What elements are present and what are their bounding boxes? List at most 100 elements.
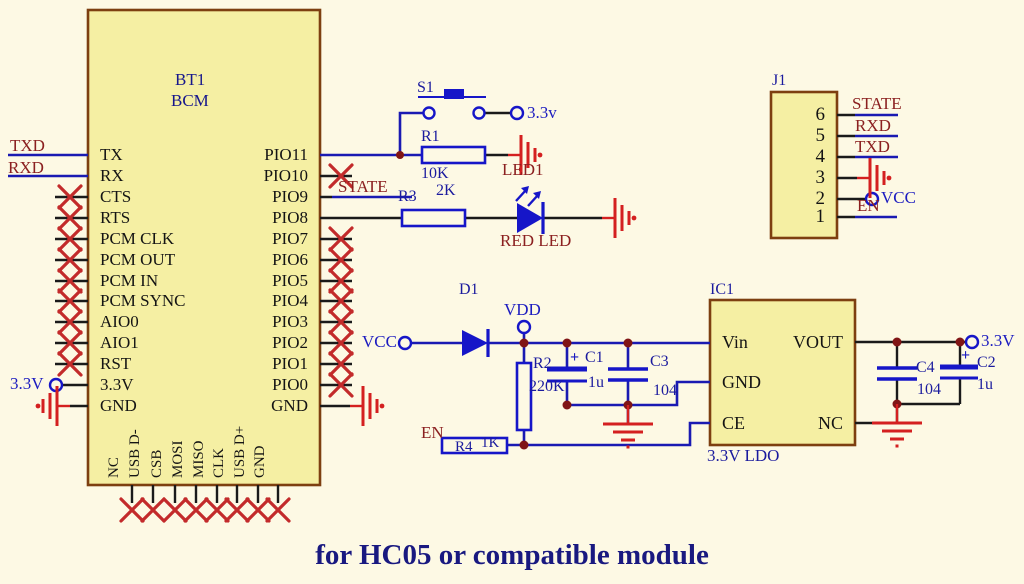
ref-d1: D1 — [459, 281, 479, 298]
diode-d1-icon — [462, 329, 490, 357]
j1-pin-number-2: 2 — [815, 188, 826, 209]
bt1-part: BCM — [171, 91, 209, 110]
bt1-ref: BT1 — [175, 70, 206, 89]
ref-r2: R2 — [533, 355, 552, 372]
resistor-r3 — [400, 208, 467, 228]
j1-net-rxd: RXD — [855, 116, 891, 135]
led-icon — [515, 186, 545, 234]
bt1-pin-rts: RTS — [100, 208, 131, 227]
value-r4: 1K — [481, 435, 500, 451]
bt1-pin-pcmin: PCM IN — [100, 271, 159, 290]
ic1-ldo-box — [708, 298, 857, 447]
resistor-r1 — [420, 145, 487, 165]
pushbutton-s1-icon — [418, 89, 486, 120]
bt1-pin-rst: RST — [100, 354, 132, 373]
net-label-red-led: RED LED — [500, 231, 572, 250]
bt1-pin-gnd-left: GND — [100, 396, 137, 415]
ic1-subtitle: 3.3V LDO — [707, 446, 780, 465]
earth-ground-icon — [601, 403, 655, 449]
terminal-circles — [48, 105, 980, 393]
value-r3: 2K — [436, 182, 456, 199]
ref-c3: C3 — [650, 353, 669, 370]
polarity-plus-c2: + — [961, 347, 971, 364]
ic1-pin-vin: Vin — [722, 332, 748, 352]
bt1-pin-usbdm: USB D- — [127, 429, 143, 478]
bt1-pin-pcmclk: PCM CLK — [100, 229, 175, 248]
net-label-en: EN — [421, 423, 444, 442]
j1-net-state: STATE — [852, 94, 902, 113]
j1-pin-number-5: 5 — [815, 125, 826, 146]
capacitor-c4-icon — [877, 366, 917, 381]
bt1-pin-tx: TX — [100, 145, 123, 164]
value-c4: 104 — [917, 381, 941, 398]
bt1-pin-mosi: MOSI — [170, 440, 186, 478]
value-r2: 220K — [529, 378, 565, 395]
bt1-pin-pio7: PIO7 — [272, 229, 308, 248]
resistor-r4 — [440, 436, 509, 455]
ref-r4: R4 — [455, 439, 473, 455]
j1-net-txd: TXD — [855, 137, 890, 156]
bt1-pin-pio6: PIO6 — [272, 250, 308, 269]
bt1-pin-gnd-right: GND — [271, 396, 308, 415]
ic1-ref: IC1 — [710, 281, 734, 298]
bt1-pin-clk: CLK — [211, 448, 227, 478]
power-label-33v-left: 3.3V — [10, 374, 44, 393]
bt1-pin-pio11: PIO11 — [264, 145, 308, 164]
j1-connector-box — [769, 90, 839, 240]
ref-c2: C2 — [977, 354, 996, 371]
j1-pin-number-3: 3 — [815, 167, 826, 188]
j1-pin-number-4: 4 — [815, 146, 826, 167]
bt1-pin-pio5: PIO5 — [272, 271, 308, 290]
bt1-pin-aio0: AIO0 — [100, 312, 139, 331]
net-label-txd: TXD — [10, 136, 45, 155]
wires-blue — [8, 111, 898, 447]
bt1-pin-miso: MISO — [191, 440, 207, 478]
bt1-pin-cts: CTS — [100, 187, 132, 206]
ic1-pin-ce: CE — [722, 413, 746, 433]
value-c2: 1u — [977, 376, 993, 393]
earth-ground-icon — [870, 402, 924, 448]
net-label-rxd: RXD — [8, 158, 44, 177]
bt1-pin-csb: CSB — [149, 449, 165, 478]
capacitor-c3-icon — [608, 367, 648, 382]
ref-r1: R1 — [421, 128, 440, 145]
value-r1: 10K — [421, 165, 449, 182]
value-c3: 104 — [653, 382, 677, 399]
bt1-pin-usbdp: USB D+ — [232, 425, 248, 478]
capacitor-c2-icon — [940, 364, 978, 380]
bt1-pin-pio10: PIO10 — [263, 166, 308, 185]
bt1-component-box — [86, 8, 322, 487]
j1-ref: J1 — [772, 72, 787, 89]
net-label-led1: LED1 — [502, 160, 544, 179]
junction-dots — [396, 151, 965, 450]
ic1-pin-gnd: GND — [722, 372, 761, 392]
ref-c1: C1 — [585, 349, 604, 366]
value-c1: 1u — [588, 374, 604, 391]
power-label-33v-out: 3.3V — [981, 331, 1015, 350]
bt1-pin-pcmsync: PCM SYNC — [100, 291, 186, 310]
bt1-pin-pcmout: PCM OUT — [100, 250, 176, 269]
bt1-pin-gnd-bottom: GND — [252, 445, 268, 479]
schematic-caption: for HC05 or compatible module — [315, 539, 709, 571]
ground-icon — [600, 196, 638, 240]
ref-r3: R3 — [398, 188, 417, 205]
bt1-pin-pio0: PIO0 — [272, 375, 308, 394]
bt1-pin-pio1: PIO1 — [272, 354, 308, 373]
net-label-state: STATE — [338, 177, 388, 196]
bt1-pin-nc: NC — [106, 457, 122, 478]
ic1-pin-vout: VOUT — [793, 332, 843, 352]
power-label-33v-s1: 3.3v — [527, 103, 557, 122]
bt1-pin-33v: 3.3V — [100, 375, 134, 394]
j1-pin-number-6: 6 — [815, 104, 826, 125]
resistor-r2 — [515, 361, 533, 432]
bt1-pin-pio3: PIO3 — [272, 312, 308, 331]
power-label-vcc: VCC — [362, 332, 397, 351]
bt1-pin-aio1: AIO1 — [100, 333, 139, 352]
polarity-plus-c1: + — [570, 349, 580, 366]
capacitor-c1-icon — [547, 366, 587, 383]
j1-net-en: EN — [857, 196, 880, 215]
j1-pin-number-1: 1 — [815, 206, 826, 227]
ref-s1: S1 — [417, 79, 434, 96]
